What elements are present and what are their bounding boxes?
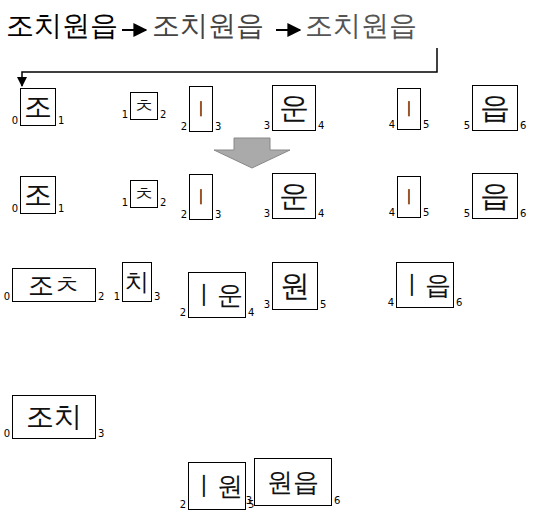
segment-glyph: 읍 <box>480 93 510 123</box>
segment-box: 운 <box>272 173 316 219</box>
callout-number: 3 <box>264 300 270 310</box>
callout-number: 1 <box>122 110 128 120</box>
callout-number: 3 <box>154 292 160 302</box>
segment-box: ㅊ <box>130 180 158 208</box>
segment-glyph: ㅣ <box>192 100 210 118</box>
callout-number: 1 <box>122 198 128 208</box>
callout-number: 2 <box>181 122 187 132</box>
segment-glyph: 원 <box>280 271 310 301</box>
segment-box: 운 <box>272 85 316 131</box>
callout-number: 2 <box>180 308 186 318</box>
callout-number: 0 <box>12 116 18 126</box>
segment-glyph: ㅣ읍 <box>399 272 451 298</box>
segment-glyph: 운 <box>279 93 309 123</box>
segment-glyph: ㅣ운 <box>191 282 243 308</box>
callout-number: 2 <box>160 198 166 208</box>
callout-number: 3 <box>98 429 104 439</box>
callout-number: 6 <box>520 209 526 219</box>
callout-number: 2 <box>181 210 187 220</box>
callout-number: 2 <box>98 292 104 302</box>
segment-glyph: 조ㅊ <box>28 272 80 298</box>
segment-glyph: 운 <box>279 181 309 211</box>
segment-glyph: 읍 <box>480 181 510 211</box>
segment-glyph: ㅣ원 <box>191 473 243 499</box>
callout-number: 4 <box>388 298 394 308</box>
segment-glyph: 치 <box>125 270 149 294</box>
segment-box: 치 <box>122 262 152 302</box>
callout-number: 5 <box>423 120 429 130</box>
segment-box: ㅣ <box>189 174 213 220</box>
segment-box: 원읍 <box>254 458 332 506</box>
callout-number: 3 <box>215 210 221 220</box>
segment-box: 읍 <box>472 173 518 219</box>
callout-number: 5 <box>464 121 470 131</box>
callout-number: 1 <box>114 292 120 302</box>
flow-arrow <box>276 29 300 31</box>
callout-number: 0 <box>4 429 10 439</box>
callout-number: 3 <box>215 122 221 132</box>
handwritten-word: 조치원읍 <box>152 12 264 40</box>
segment-box: ㅣ <box>189 86 213 132</box>
callout-number: 6 <box>334 496 340 506</box>
callout-number: 4 <box>389 120 395 130</box>
segment-box: 조 <box>20 88 56 126</box>
segment-box: 원 <box>272 262 318 310</box>
segment-glyph: ㅊ <box>134 96 154 116</box>
callout-number: 0 <box>12 204 18 214</box>
callout-number: 4 <box>318 209 324 219</box>
segment-glyph: 조 <box>24 93 52 121</box>
merge-arrow <box>214 138 290 168</box>
segment-box: 읍 <box>472 85 518 131</box>
segment-glyph: ㅣ <box>400 100 418 118</box>
callout-number: 0 <box>4 292 10 302</box>
segment-glyph: ㅣ <box>400 188 418 206</box>
callout-number: 4 <box>389 208 395 218</box>
flow-arrow <box>122 29 146 31</box>
segment-glyph: 원읍 <box>267 469 319 495</box>
bent-arrow <box>22 48 437 86</box>
callout-number: 2 <box>180 500 186 510</box>
handwritten-word: 조치원읍 <box>6 12 118 40</box>
callout-number: 1 <box>58 116 64 126</box>
callout-number: 5 <box>423 208 429 218</box>
callout-number: 3 <box>246 496 252 506</box>
callout-number: 2 <box>160 110 166 120</box>
segment-glyph: 조 <box>24 181 52 209</box>
segment-box: ㅣ <box>397 88 421 130</box>
callout-number: 1 <box>58 204 64 214</box>
segment-box: 조 <box>20 176 56 214</box>
callout-number: 6 <box>520 121 526 131</box>
segment-glyph: ㅊ <box>134 184 154 204</box>
callout-number: 6 <box>456 298 462 308</box>
segment-glyph: ㅣ <box>192 188 210 206</box>
handwritten-word: 조치원읍 <box>305 12 417 40</box>
callout-number: 5 <box>320 300 326 310</box>
segment-box: ㅣ읍 <box>396 262 454 308</box>
segment-box: ㅣ원 <box>188 462 246 510</box>
callout-number: 3 <box>264 121 270 131</box>
callout-number: 4 <box>248 308 254 318</box>
segment-box: ㅊ <box>130 92 158 120</box>
segment-box: 조ㅊ <box>12 268 96 302</box>
callout-number: 4 <box>318 121 324 131</box>
segment-glyph: 조치 <box>26 403 82 431</box>
callout-number: 3 <box>264 209 270 219</box>
callout-number: 5 <box>464 209 470 219</box>
segment-box: 조치 <box>12 395 96 439</box>
segment-box: ㅣ <box>397 176 421 218</box>
segment-box: ㅣ운 <box>188 272 246 318</box>
